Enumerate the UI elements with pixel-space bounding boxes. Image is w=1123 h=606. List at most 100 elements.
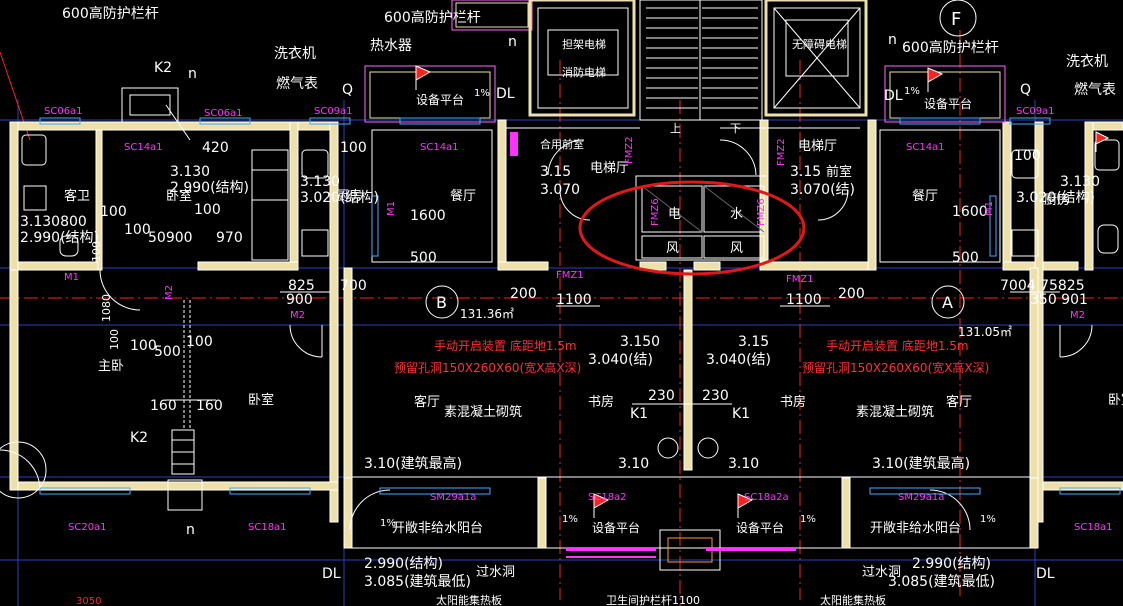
note-reserved-hole-right: 预留孔洞150X260X60(宽X高X深) (802, 360, 989, 375)
axis-label-b: B (436, 293, 447, 312)
elevator-shafts (528, 0, 868, 117)
elev-kitchen-right-2: 3.020(结构) (1016, 190, 1095, 206)
dim-160-left: 160 (150, 398, 177, 414)
label-pct-4: 1% (562, 514, 578, 525)
label-n-1: n (188, 66, 197, 82)
elev-bath-struct: 2.990(结构) (20, 230, 99, 246)
elev-balcony-mid-left: 3.10 (618, 456, 649, 472)
elev-balcony-high-left: 3.10(建筑最高) (364, 455, 462, 472)
bathroom-fixtures (21, 87, 1120, 261)
elev-kitchen-left-1: 3.130 (300, 174, 340, 190)
dim-100-f: 100 (130, 338, 157, 354)
interior-lines (352, 127, 1030, 549)
label-dl-4: DL (1036, 566, 1055, 582)
label-shared-vestibule: 合用前室 (540, 137, 584, 151)
door-label-m2-vert: M2 (164, 285, 175, 300)
door-label-m1: M1 (64, 272, 79, 283)
label-open-balcony-right: 开敞非给水阳台 (870, 520, 961, 536)
door-label-m2-right: M2 (1070, 310, 1085, 321)
label-shaft-water: 水 (730, 207, 743, 222)
label-gas-right: 燃气表 (1074, 81, 1116, 98)
axis-lines (0, 30, 1123, 606)
elev-corridor-left-2: 3.040(结) (588, 352, 653, 368)
label-accessible-elevator: 无障碍电梯 (792, 37, 847, 51)
note-manual-opener-left: 手动开启装置 底距地1.5m (434, 338, 577, 353)
dim-7004: 7004 75825 (1000, 278, 1085, 294)
win-label-sc18a2: SC18a2 (588, 492, 627, 503)
door-swings (0, 139, 1093, 531)
elev-bedroom-1: 3.130 (170, 164, 210, 180)
dim-1600-left: 1600 (410, 208, 446, 224)
note-manual-opener-right: 手动开启装置 底距地1.5m (826, 338, 969, 353)
elev-balcony-mid-right: 3.10 (728, 456, 759, 472)
elev-vest-right-1: 3.15 (790, 164, 821, 180)
label-down: 下 (730, 122, 741, 135)
win-label-sc09-left: SC09a1 (314, 106, 353, 117)
label-concrete-left: 素混凝土砌筑 (444, 404, 522, 420)
dim-500-left: 500 (410, 250, 437, 266)
note-reserved-hole-left: 预留孔洞150X260X60(宽X高X深) (394, 360, 581, 375)
label-device-platform-2: 设备平台 (924, 96, 972, 111)
dim-1600-right: 1600 (952, 204, 988, 220)
area-unit-b: 131.36㎡ (460, 307, 514, 321)
label-k1-right: K1 (732, 406, 750, 422)
windows (39, 117, 1121, 495)
label-dining-left: 餐厅 (450, 188, 476, 204)
axis-label-a: A (942, 293, 953, 312)
door-label-fmz2-left: FMZ2 (624, 136, 635, 164)
dim-100-e: 100 (124, 222, 151, 238)
label-overflow-left: 过水洞 (476, 565, 515, 580)
win-label-sc18-left: SC18a1 (248, 522, 287, 533)
dim-200-left: 200 (510, 286, 537, 302)
win-label-sm29-left: SM29a1a (430, 492, 476, 503)
elev-bottom-right-1: 2.990(结构) (912, 556, 991, 572)
label-q-1: Q (342, 82, 353, 98)
label-study-right: 书房 (780, 394, 806, 410)
dim-160-right: 160 (196, 398, 223, 414)
elev-vest-left-1: 3.15 (540, 164, 571, 180)
win-label-sc14-3: SC14a1 (906, 142, 945, 153)
label-kitchen-right: 厨房 (1044, 192, 1070, 208)
axis-bubble-a (931, 285, 965, 319)
door-label-fmz6-right: FMZ6 (756, 198, 767, 226)
pipe-risers (165, 104, 721, 571)
label-bottom-partial-mid: 卫生间护栏杆1100 (606, 593, 700, 606)
label-device-platform-4: 设备平台 (736, 520, 784, 535)
elev-vest-right-2: 3.070(结) (790, 182, 855, 198)
label-bedroom-right: 卧室 (1108, 392, 1123, 408)
label-railing-mid: 600高防护栏杆 (384, 9, 481, 26)
label-stretcher-elevator: 担架电梯 (562, 37, 606, 51)
flag-markers (415, 65, 1110, 518)
label-railing-left: 600高防护栏杆 (62, 5, 159, 22)
label-elevator-hall-right: 电梯厅 (798, 139, 837, 154)
elev-balcony-high-right: 3.10(建筑最高) (872, 455, 970, 472)
dim-100-vert-2: 100 (90, 241, 103, 262)
door-label-fmz6-left: FMZ6 (650, 198, 661, 226)
dim-100-g: 100 (186, 334, 213, 350)
elev-vest-left-2: 3.070 (540, 182, 580, 198)
elev-bottom-left-2: 3.085(建筑最低) (364, 574, 471, 590)
door-label-m2-left: M2 (290, 310, 305, 321)
elev-kitchen-left-2: 3.020(结构) (300, 190, 379, 206)
magenta-markers (510, 132, 796, 558)
elev-corridor-left-1: 3.150 (620, 334, 660, 350)
dim-50900: 50900 (148, 230, 193, 246)
label-bedroom-upper: 卧室 (166, 188, 192, 204)
axis-bubble-left (0, 441, 47, 499)
label-open-balcony-left: 开敞非给水阳台 (392, 520, 483, 536)
label-water-heater: 热水器 (370, 38, 412, 54)
dim-100-d: 100 (194, 202, 221, 218)
label-bottom-partial-left: 太阳能集热板 (436, 593, 502, 606)
dim-230-left: 230 (648, 388, 675, 404)
dim-500-bedroom: 500 (154, 344, 181, 360)
win-label-sc06-right: SC06a1 (204, 108, 243, 119)
elev-bedroom-2: 2.990(结构) (170, 180, 249, 196)
label-dining-right: 餐厅 (912, 188, 938, 204)
dim-970: 970 (216, 230, 243, 246)
axis-label-f: F (951, 9, 961, 30)
label-guest-bath: 客卫 (64, 188, 90, 204)
dim-100-vert: 100 (108, 329, 121, 350)
dim-200-right: 200 (838, 286, 865, 302)
